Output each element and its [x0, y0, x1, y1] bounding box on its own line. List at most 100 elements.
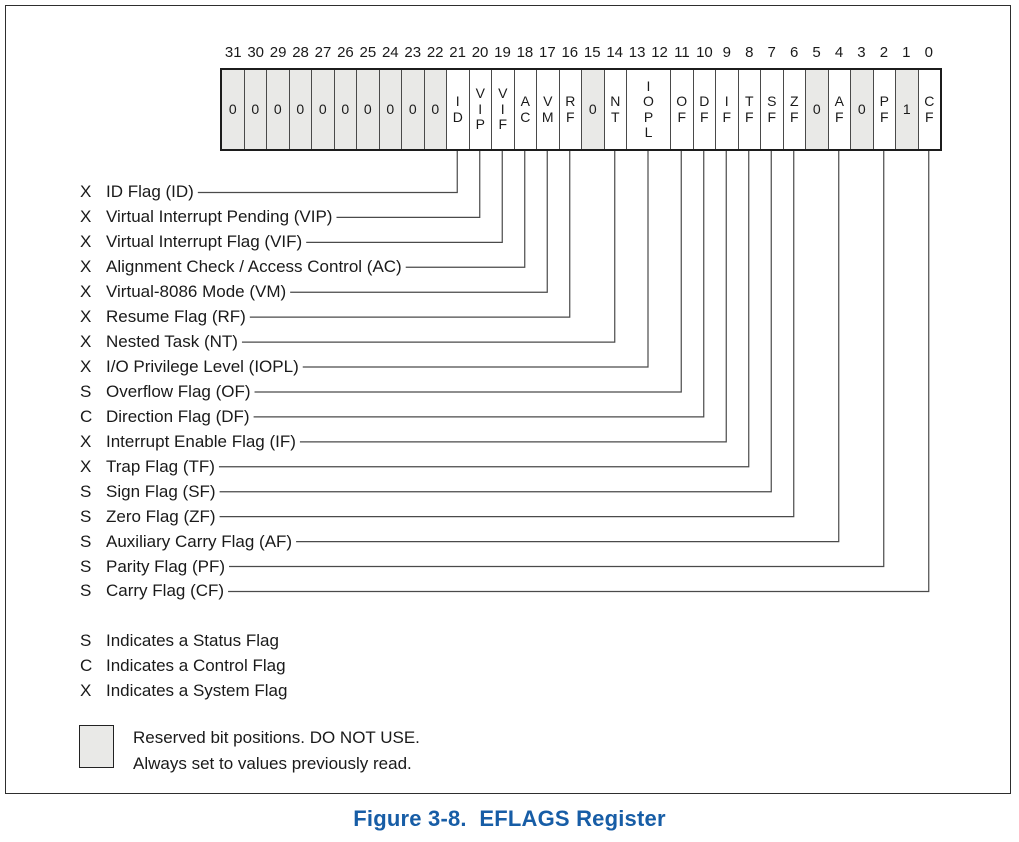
bit-number-24: 24	[381, 44, 399, 61]
legend-symbol-X: X	[80, 680, 92, 700]
legend-row-X: X Indicates a System Flag	[80, 678, 287, 703]
register-cell-bit-24: 0	[378, 70, 401, 149]
bit-number-29: 29	[269, 44, 287, 61]
reserved-bit-swatch	[79, 725, 114, 768]
bit-number-20: 20	[471, 44, 489, 61]
flag-label-PF: Parity Flag (PF)	[106, 556, 226, 576]
bit-number-0: 0	[924, 44, 933, 61]
register-cell-bit-31: 0	[222, 70, 244, 149]
flag-row-OF: S Overflow Flag (OF)	[80, 380, 402, 405]
bit-number-5: 5	[812, 44, 821, 61]
register-cell-bit-15: 0	[581, 70, 604, 149]
register-cell-bit-6: Z F	[782, 70, 806, 149]
register-cell-bit-23: 0	[401, 70, 424, 149]
flag-type-DF: C	[80, 406, 93, 426]
register-cell-bit-30: 0	[243, 70, 266, 149]
flag-label-RF: Resume Flag (RF)	[106, 307, 246, 327]
flag-type-AC: X	[80, 257, 92, 277]
bit-number-27: 27	[314, 44, 332, 61]
bit-number-31: 31	[224, 44, 242, 61]
flag-label-ZF: Zero Flag (ZF)	[106, 506, 216, 526]
register-cell-bit-18: A C	[513, 70, 537, 149]
bit-number-12: 12	[651, 44, 668, 61]
register-cell-bit-16: R F	[558, 70, 582, 149]
flag-label-ID: ID Flag (ID)	[106, 182, 194, 202]
bit-number-28: 28	[292, 44, 309, 61]
bit-number-26: 26	[337, 44, 354, 61]
register-cell-bit-29: 0	[266, 70, 289, 149]
register-cell-bit-3: 0	[850, 70, 873, 149]
flag-row-IOPL: X I/O Privilege Level (IOPL)	[80, 355, 402, 380]
bit-number-3: 3	[857, 44, 866, 61]
register-cell-bit-4: A F	[827, 70, 851, 149]
register-cell-bit-26: 0	[333, 70, 356, 149]
register-cell-bit-21: I D	[446, 70, 469, 149]
bit-number-17: 17	[539, 44, 556, 61]
register-cell-bit-10: D F	[692, 70, 716, 149]
bit-number-11: 11	[674, 44, 690, 61]
register-cell-bit-25: 0	[356, 70, 379, 149]
register-cell-bit-20: V I P	[468, 70, 492, 149]
bit-number-10: 10	[696, 44, 713, 61]
bit-number-8: 8	[745, 44, 754, 61]
register-cell-bit-27: 0	[311, 70, 334, 149]
flag-type-ID: X	[80, 182, 92, 202]
figure-caption: Figure 3-8. EFLAGS Register	[353, 806, 666, 831]
bit-number-4: 4	[834, 44, 844, 61]
flag-type-AF: S	[80, 531, 92, 551]
flag-row-ID: X ID Flag (ID)	[80, 180, 402, 205]
flag-row-ZF: S Zero Flag (ZF)	[80, 504, 402, 529]
legend-text-S: Indicates a Status Flag	[106, 630, 279, 650]
bit-number-9: 9	[722, 44, 732, 61]
register-cell-bit-9: I F	[715, 70, 738, 149]
flag-type-VM: X	[80, 282, 92, 302]
register-cell-bit-14: N T	[603, 70, 627, 149]
flag-label-SF: Sign Flag (SF)	[106, 481, 216, 501]
flag-label-CF: Carry Flag (CF)	[106, 581, 225, 601]
flag-type-TF: X	[80, 456, 92, 476]
register-cell-bit-5: 0	[805, 70, 828, 149]
flag-type-CF: S	[80, 581, 92, 601]
legend-symbol-S: S	[80, 630, 92, 650]
flag-label-IOPL: I/O Privilege Level (IOPL)	[106, 357, 299, 377]
register-cell-bit-2: P F	[872, 70, 896, 149]
bit-number-23: 23	[404, 44, 422, 61]
bit-number-19: 19	[494, 44, 511, 61]
bit-number-1: 1	[902, 44, 911, 61]
register-cell-bit-0: C F	[917, 70, 941, 149]
flag-type-VIF: X	[80, 232, 92, 252]
reserved-note-line2: Always set to values previously read.	[133, 754, 412, 773]
bit-number-15: 15	[583, 44, 601, 61]
register-cell-bit-7: S F	[760, 70, 783, 149]
register-cell-bit-22: 0	[423, 70, 446, 149]
flag-row-VM: X Virtual-8086 Mode (VM)	[80, 280, 402, 305]
bit-number-2: 2	[879, 44, 889, 61]
register-cell-bit-28: 0	[288, 70, 311, 149]
register-cell-bit-1: 1	[895, 70, 918, 149]
flag-label-OF: Overflow Flag (OF)	[106, 381, 251, 401]
flag-type-OF: S	[80, 381, 92, 401]
flag-row-DF: C Direction Flag (DF)	[80, 404, 402, 429]
flag-label-VM: Virtual-8086 Mode (VM)	[106, 282, 287, 302]
flag-label-NT: Nested Task (NT)	[106, 332, 238, 352]
flag-label-DF: Direction Flag (DF)	[106, 406, 250, 426]
reserved-note-line1: Reserved bit positions. DO NOT USE.	[133, 728, 420, 747]
flag-label-IF: Interrupt Enable Flag (IF)	[106, 431, 296, 451]
register-cell-bit-11: O F	[670, 70, 693, 149]
bit-number-7: 7	[767, 44, 776, 61]
legend-text-C: Indicates a Control Flag	[106, 655, 286, 675]
flag-type-ZF: S	[80, 506, 92, 526]
legend-text-X: Indicates a System Flag	[106, 680, 288, 700]
flag-type-IOPL: X	[80, 357, 92, 377]
